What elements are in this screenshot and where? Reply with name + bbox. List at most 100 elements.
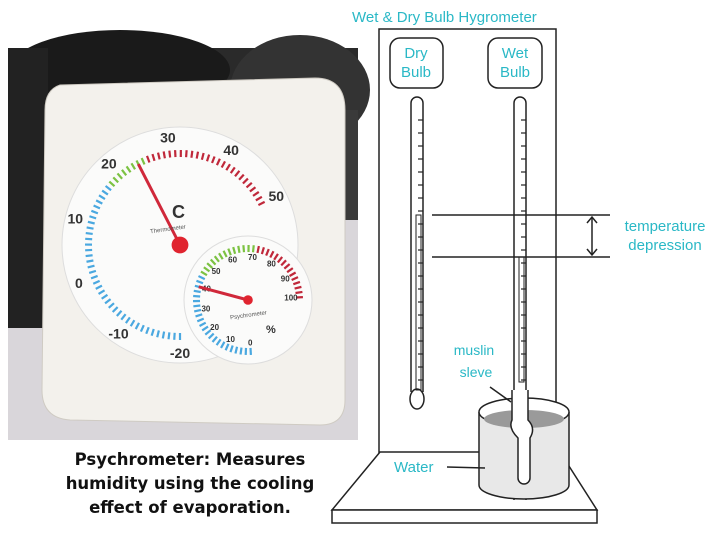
hygrometer-name: Psychrometer [230, 310, 267, 321]
thermometer-scale-label: 30 [160, 130, 176, 146]
hygrometer-tick [206, 262, 214, 269]
thermometer-tick [161, 331, 166, 339]
dry-label-line2: Bulb [401, 64, 431, 81]
hygrometer-tick [222, 250, 228, 258]
hygrometer-scale-label: 70 [248, 253, 257, 262]
hygrometer-tick [269, 250, 275, 258]
hygrometer-tick [227, 248, 232, 256]
thermometer-tick [108, 180, 116, 188]
muslin-label-line2: sleve [460, 364, 493, 380]
thermometer-tick [255, 195, 263, 202]
hygrometer-needle [198, 285, 249, 302]
thermometer-tick [249, 186, 257, 193]
hygrometer-tick [193, 294, 201, 298]
temperature-depression-line1: temperature [625, 218, 706, 235]
thermometer-needle-hub [171, 236, 189, 254]
hygrometer-tick [220, 341, 226, 349]
thermometer-tick [195, 151, 200, 159]
board [378, 28, 557, 454]
thermometer-tick [87, 264, 95, 269]
caption-line1: Psychrometer: Measures [74, 450, 306, 469]
thermometer-tick [92, 279, 101, 285]
thermometer-tick [129, 319, 136, 327]
hygrometer-scale-label: 60 [228, 256, 237, 265]
thermometer-tick [87, 220, 95, 225]
hygrometer-tick [203, 266, 211, 273]
thermometer-tick [139, 324, 145, 333]
hygrometer-tick [283, 263, 291, 270]
thermometer-tick [257, 200, 266, 207]
hygrometer-tick [265, 248, 270, 256]
hygrometer-dial: 0102030405060708090100 [192, 244, 303, 355]
thermometer-scale-label: 50 [268, 188, 284, 204]
hygrometer-tick [193, 308, 202, 313]
hygrometer-tick [207, 332, 215, 340]
hygrometer-tick [273, 253, 279, 261]
thermometer-tick [93, 204, 101, 210]
hygrometer-tick [239, 347, 243, 355]
thermometer-tick [121, 169, 128, 177]
thermometer-tick [120, 313, 127, 321]
thermometer-tick [89, 215, 97, 220]
hygrometer-tick [196, 279, 204, 285]
thermometer-tick [162, 151, 166, 159]
thermometer-tick [234, 170, 241, 178]
thermometer-tick [215, 158, 221, 166]
hygrometer-tick [229, 345, 234, 353]
thermometer-tick [156, 152, 161, 160]
hygrometer-tick [195, 313, 203, 318]
thermometer-tick [108, 302, 115, 309]
thermometer-tick [145, 326, 150, 335]
hygrometer-tick [294, 285, 302, 290]
thermometer-tick [200, 152, 205, 161]
thermometer-tick [112, 176, 119, 184]
thermometer-tick [252, 191, 260, 197]
hygrometer-scale-label: 90 [281, 274, 290, 283]
hygrometer-tick [211, 335, 218, 343]
hygrometer-scale-label: 10 [226, 335, 235, 344]
thermometer-tick [95, 199, 103, 205]
thermometer-tick [156, 330, 160, 338]
hygrometer-tick [198, 275, 206, 281]
wet-bulb-label-box [487, 37, 543, 89]
wet-label-line1: Wet [502, 45, 529, 62]
hygrometer-tick [242, 245, 246, 253]
hygrometer-diagram: Wet & Dry Bulb Hygrometer Dry Bulb Wet B… [330, 9, 706, 524]
hygrometer-scale-label: 100 [284, 294, 298, 303]
hygrometer-tick [237, 245, 241, 253]
thermometer-tick [220, 160, 226, 169]
hygrometer-tick [199, 321, 207, 327]
thermometer-needle [136, 163, 182, 246]
wet-label-line2: Bulb [500, 64, 530, 81]
thermometer-tick [167, 332, 171, 340]
hygrometer-tick [196, 317, 205, 323]
thermometer-tick [145, 155, 151, 163]
thermometer-tick [245, 181, 253, 189]
hygrometer-scale-label: 20 [210, 323, 219, 332]
hygrometer-tick [201, 325, 209, 332]
thermometer-tick [140, 157, 146, 165]
hygrometer-tick [232, 246, 237, 255]
hygrometer-tick [256, 245, 260, 254]
hygrometer-tick [204, 329, 212, 336]
thermometer-scale-label: -20 [170, 345, 190, 361]
thermometer-tick [150, 328, 155, 337]
thermometer-scale-label: 20 [101, 156, 117, 172]
thermometer-tick [101, 189, 109, 196]
thermometer-tick [104, 298, 112, 305]
thermometer-tick [95, 284, 103, 290]
thermometer-tick [101, 293, 109, 300]
thermometer-tick [85, 232, 93, 236]
hygrometer-tick [193, 304, 201, 308]
thermometer-tick [116, 310, 123, 317]
caption-line2: humidity using the cooling [65, 474, 315, 493]
thermometer-tick [90, 209, 99, 215]
hygrometer-scale-label: 30 [201, 305, 210, 314]
hygrometer-tick [291, 276, 299, 282]
thermometer-tick [90, 274, 98, 280]
hygrometer-tick [224, 343, 230, 351]
temperature-depression-line2: depression [628, 237, 701, 254]
water-label: Water [394, 459, 433, 476]
